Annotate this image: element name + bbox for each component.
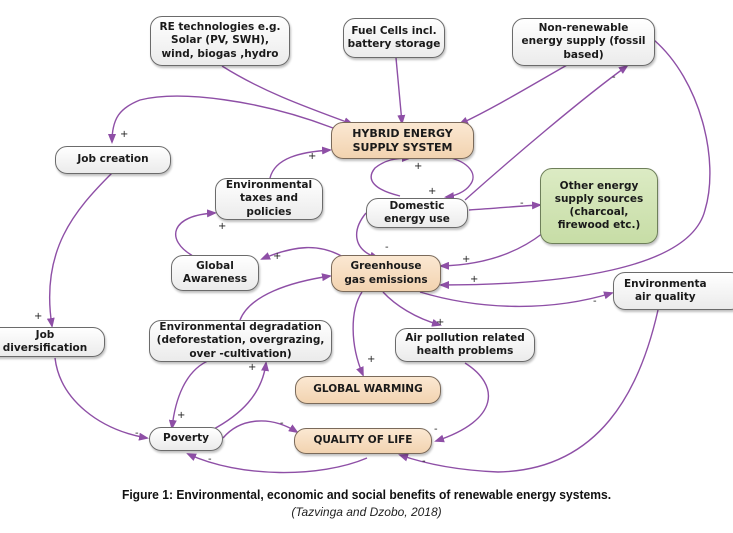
sign-domestic-to-ghg: - [385,242,389,253]
arrow-airquality-to-qol [398,309,659,473]
arrow-airpollution-to-qol [434,362,490,443]
arrow-job-to-diversification [46,172,113,328]
arrow-domestic-to-nonrenew [464,64,629,201]
node-re-technologies: RE technologies e.g. Solar (PV, SWH), wi… [150,16,290,66]
figure-citation: (Tazvinga and Dzobo, 2018) [291,505,442,519]
arrow-other-to-ghg [439,232,544,270]
arrow-ghg-to-warming [352,291,364,377]
arrow-re-to-hybrid [221,65,354,126]
node-poverty: Poverty [149,427,223,451]
sign-airpollution-to-qol: - [434,424,438,435]
sign-qol-to-poverty: - [208,454,212,465]
node-other-energy-sources: Other energy supply sources (charcoal, f… [540,168,658,244]
sign-domestic-to-other: - [520,198,524,209]
node-greenhouse-gas-emissions: Greenhouse gas emissions [331,255,441,292]
arrow-qol-to-poverty [186,453,368,474]
node-environmental-taxes: Environmental taxes and policies [215,178,323,220]
arrow-hybrid-to-job [108,95,334,144]
arrow-ghg-to-awareness [260,246,346,260]
sign-awareness-to-taxes: + [218,221,227,232]
arrow-awareness-to-taxes [175,209,217,257]
arrow-ghg-to-airpollution [382,291,442,327]
node-global-awareness: Global Awareness [171,255,259,291]
sign-hybrid-to-domestic-bottom: + [428,186,437,197]
sign-ghg-to-airpollution: + [436,317,445,328]
sign-poverty-to-degradation: + [248,362,257,373]
node-environmental-degradation: Environmental degradation (deforestation… [149,320,332,362]
node-global-warming: GLOBAL WARMING [295,376,441,404]
sign-degradation-to-poverty: + [177,410,186,421]
arrow-hybrid-to-domestic [444,156,474,201]
node-environmental-air-quality: Environmenta air quality [613,272,733,310]
sign-diversification-to-poverty: - [135,428,139,439]
node-air-pollution-health: Air pollution related health problems [395,328,535,362]
sign-taxes-to-hybrid: + [308,151,317,162]
arrow-ghg-to-airquality [419,291,614,308]
sign-hybrid-to-job: + [120,129,129,140]
sign-job-to-diversification: + [34,311,43,322]
sign-other-to-ghg: + [462,254,471,265]
arrow-domestic-to-hybrid [370,154,412,197]
arrow-degradation-to-poverty [168,359,211,430]
arrow-degradation-to-ghg [239,273,332,321]
sign-poverty-to-qol: - [280,418,284,429]
figure-caption: Figure 1: Environmental, economic and so… [121,487,612,502]
sign-ghg-to-awareness: + [273,251,282,262]
arrow-domestic-to-other [468,201,542,211]
node-non-renewable: Non-renewable energy supply (fossil base… [512,18,655,66]
sign-domestic-to-nonrenew: - [612,72,616,83]
node-job-diversification: Job diversification [0,327,105,357]
arrow-taxes-to-hybrid [269,146,332,179]
arrow-poverty-to-degradation [211,361,269,431]
arrow-poverty-to-qol [222,420,299,439]
node-quality-of-life: QUALITY OF LIFE [294,428,432,454]
sign-ghg-to-warming: + [367,354,376,365]
node-job-creation: Job creation [55,146,171,174]
sign-ghg-to-airquality: - [593,296,597,307]
arrow-diversification-to-poverty [54,357,149,441]
sign-nonrenew-to-ghg: + [470,274,479,285]
node-fuel-cells: Fuel Cells incl. battery storage [343,18,445,58]
arrow-nonrenew-to-ghg [439,39,711,289]
node-hybrid-energy-system: HYBRID ENERGY SUPPLY SYSTEM [331,122,474,159]
sign-airquality-to-qol: - [422,456,426,467]
sign-hybrid-to-domestic-top: + [414,161,423,172]
node-domestic-energy-use: Domestic energy use [366,198,468,228]
arrow-fuel-to-hybrid [395,57,406,125]
